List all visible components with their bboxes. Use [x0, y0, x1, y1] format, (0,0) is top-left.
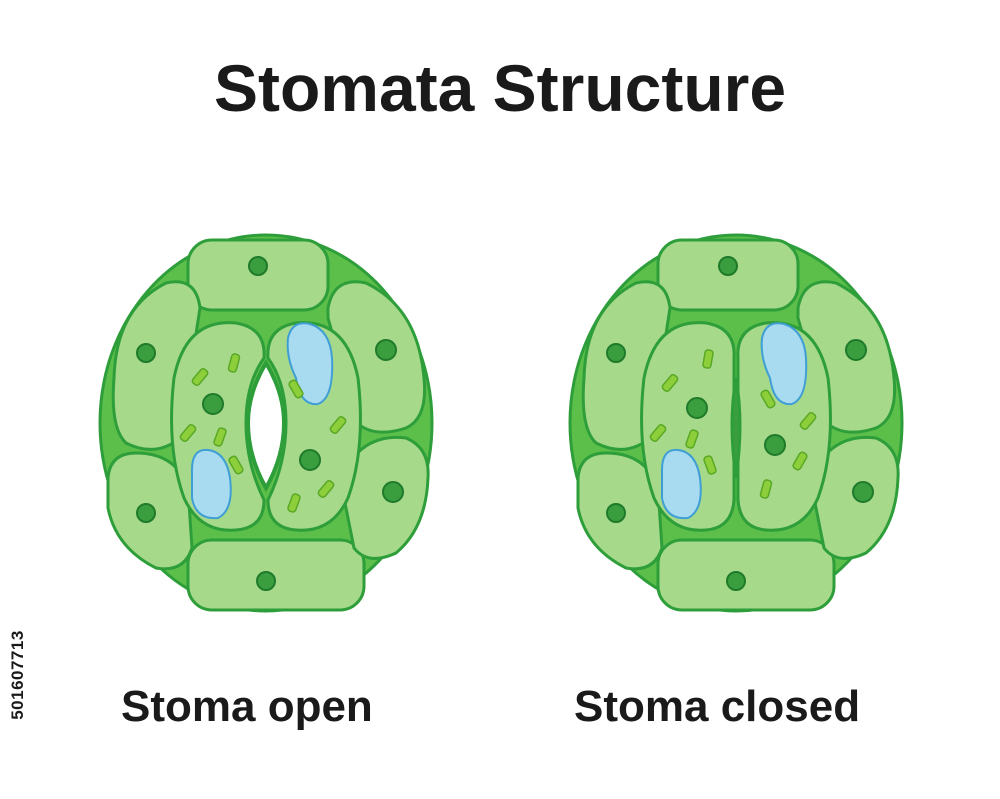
- epidermal-nucleus: [136, 503, 156, 523]
- epidermal-nucleus: [606, 343, 626, 363]
- stoma-open-diagram: [96, 228, 436, 618]
- epidermal-nucleus: [256, 571, 276, 591]
- epidermal-nucleus: [845, 339, 867, 361]
- epidermal-nucleus: [726, 571, 746, 591]
- chloroplasts: [649, 349, 817, 499]
- diagram-title: Stomata Structure: [213, 51, 787, 125]
- guard-cell-right: [736, 321, 832, 532]
- epidermal-nucleus: [136, 343, 156, 363]
- epidermal-cell-bottom: [656, 538, 836, 612]
- vacuole: [286, 322, 334, 406]
- chloroplasts: [179, 353, 347, 513]
- guard-cell-right: [266, 321, 362, 532]
- stock-id-label: 501607713: [4, 560, 32, 790]
- epidermal-nucleus: [606, 503, 626, 523]
- epidermal-cell-bottom: [186, 538, 366, 612]
- vacuole: [660, 448, 702, 520]
- guard-cell-nucleus: [764, 434, 786, 456]
- stomatal-pore-closed: [730, 377, 742, 479]
- stomatal-pore: [245, 359, 287, 493]
- epidermal-nucleus: [382, 481, 404, 503]
- epidermal-nucleus: [718, 256, 738, 276]
- stoma-closed-caption: Stoma closed: [574, 682, 861, 731]
- stoma-closed-illustration: [568, 233, 904, 613]
- guard-cell-nucleus: [299, 449, 321, 471]
- guard-cell-nucleus: [686, 397, 708, 419]
- vacuole: [760, 322, 808, 406]
- stoma-closed-diagram: [566, 228, 906, 618]
- vacuole: [190, 448, 232, 520]
- epidermal-nucleus: [248, 256, 268, 276]
- stoma-open-illustration: [98, 233, 434, 613]
- epidermal-nucleus: [375, 339, 397, 361]
- epidermal-nucleus: [852, 481, 874, 503]
- stock-id-text: 501607713: [8, 630, 27, 720]
- stoma-open-caption: Stoma open: [121, 682, 373, 731]
- guard-cell-nucleus: [202, 393, 224, 415]
